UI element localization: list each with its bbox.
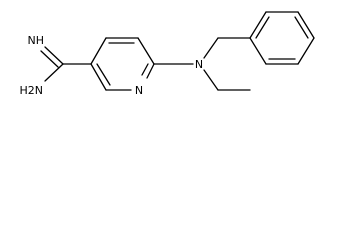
bond-amidine-c-to-nh-1 (44, 46, 64, 65)
bond-ring-3 (137, 37, 155, 65)
bond-n-to-benzyl-ch2 (203, 37, 219, 59)
bond-phenyl-3 (297, 11, 315, 39)
bond-phenyl-3-inner (294, 16, 309, 39)
bond-ring-1 (90, 37, 107, 65)
atom-label-tertiary-n: N (195, 58, 203, 71)
atom-label-imine-nh: NH (28, 34, 45, 47)
molecule-drawing: NH H2N N N (20, 11, 315, 97)
bond-ring-6-inner (96, 63, 111, 86)
bond-ring-6 (90, 63, 107, 91)
structure-diagram: NH H2N N N (0, 0, 346, 118)
bond-phenyl-1-inner (255, 16, 270, 39)
bond-phenyl-1 (249, 11, 267, 39)
bond-n-to-ethyl-ch2 (203, 69, 219, 91)
bond-phenyl-4 (297, 37, 315, 65)
atom-label-ring-n: N (135, 84, 143, 97)
bond-amidine-c-to-nh-2 (40, 50, 59, 68)
bond-amidine-c-to-nh2 (44, 63, 64, 82)
atom-label-amine-h2n: H2N (20, 84, 44, 97)
bond-ring-4 (146, 63, 155, 79)
bond-ring-4-inner (141, 63, 149, 76)
bond-phenyl-6 (249, 37, 267, 65)
